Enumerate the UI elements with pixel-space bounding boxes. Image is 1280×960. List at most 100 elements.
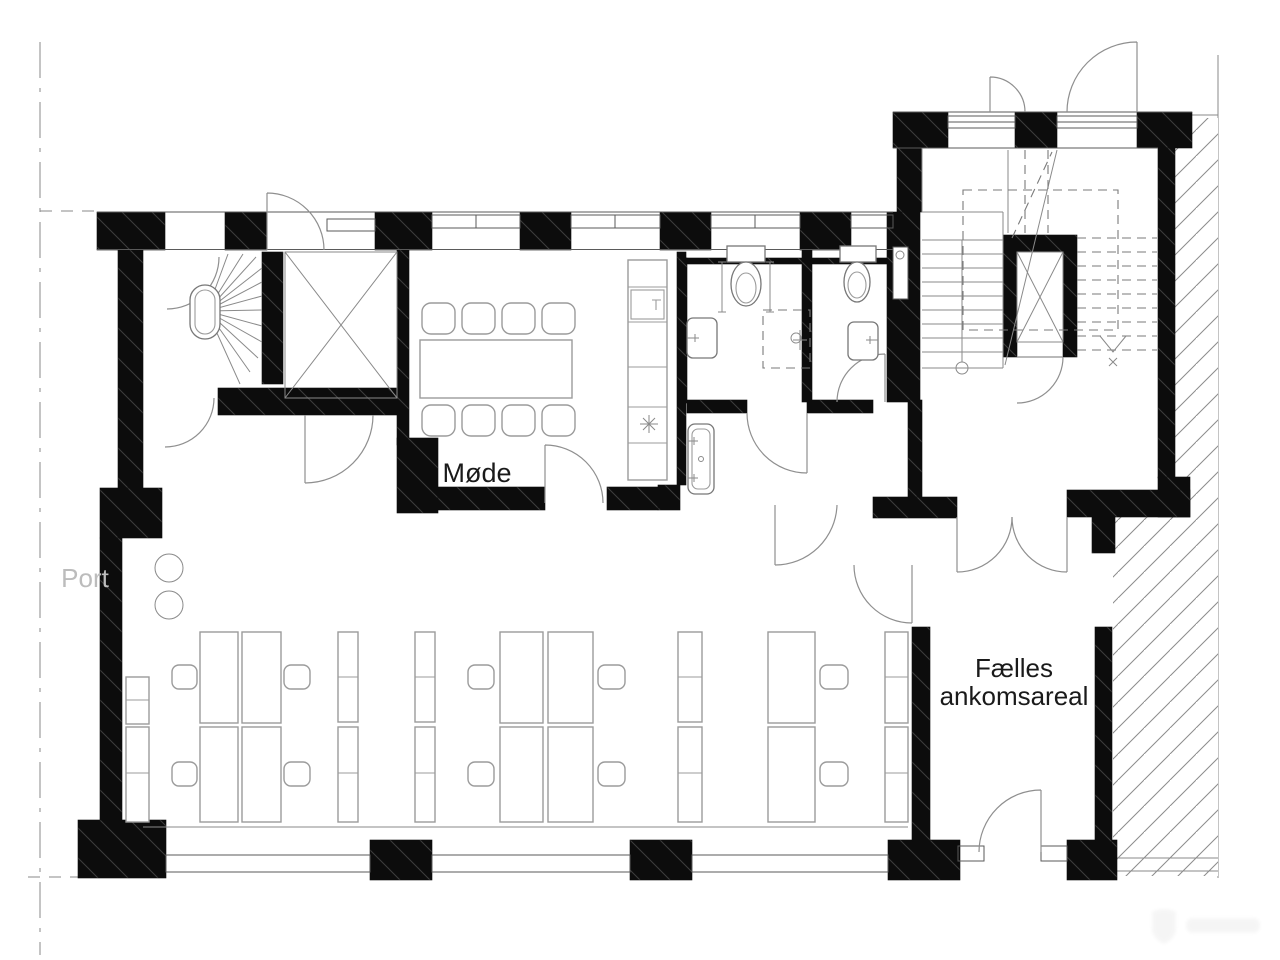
chair <box>501 302 536 335</box>
duct-niche <box>892 246 909 300</box>
wall-pier <box>1066 839 1118 881</box>
task-chair <box>467 664 495 690</box>
desk <box>499 631 544 724</box>
wall-pier <box>1014 111 1058 149</box>
wall-pier <box>657 484 681 511</box>
wc1-door <box>746 412 808 474</box>
chair <box>501 404 536 437</box>
kitchen-sink-icon <box>630 289 665 320</box>
cabinet <box>125 676 150 725</box>
task-chair <box>171 664 198 690</box>
meeting-room-furniture <box>419 302 576 437</box>
tower-south-wall <box>1066 489 1191 518</box>
desk <box>199 631 239 724</box>
wall-pier <box>374 211 433 251</box>
stair-direction-arrow-icon <box>1099 335 1127 367</box>
desk <box>767 726 816 823</box>
washbasin-icon <box>686 317 718 359</box>
task-chair <box>467 761 495 787</box>
elevator-wall <box>1002 234 1078 253</box>
task-chair <box>283 664 311 690</box>
toilet-icon <box>839 245 877 303</box>
desk <box>241 631 282 724</box>
wall-pier <box>519 211 572 251</box>
office-corridor-door <box>774 504 838 566</box>
cabinet <box>884 726 909 823</box>
chair <box>421 404 456 437</box>
upper-flight-outline <box>962 189 1119 331</box>
corridor-wall <box>907 399 923 501</box>
shield-icon <box>1152 909 1176 944</box>
anteroom-sink <box>687 423 715 495</box>
chair <box>421 302 456 335</box>
elevator-cab <box>1016 251 1064 343</box>
wc-south-wall <box>686 399 748 414</box>
wall-pier <box>1136 111 1193 149</box>
main-staircase <box>921 148 1157 375</box>
left-shaft <box>284 251 398 399</box>
wall-pier <box>99 487 163 539</box>
cabinet <box>677 631 703 723</box>
cabinet <box>414 631 436 723</box>
corner-pier <box>77 819 167 879</box>
meeting-south-wall <box>606 486 659 511</box>
stair-block-south-wall <box>217 387 399 416</box>
kitchenette-counter <box>627 259 668 481</box>
wc1-room <box>686 245 811 369</box>
chair <box>541 404 576 437</box>
cabinet <box>414 726 436 823</box>
task-chair <box>597 664 626 690</box>
arrival-west-wall <box>911 626 931 843</box>
meeting-table <box>419 339 573 399</box>
elevator-door <box>1016 356 1064 404</box>
meeting-room-label: Møde <box>442 458 511 488</box>
desk <box>199 726 239 823</box>
wc-west-wall <box>677 257 688 404</box>
hall-south-wall <box>872 496 958 519</box>
wall-pier <box>659 211 712 251</box>
meeting-room-door <box>544 444 604 504</box>
wc-east-wall <box>886 211 921 403</box>
winder-stair <box>189 253 263 385</box>
desk <box>547 726 594 823</box>
round-column <box>154 590 184 620</box>
toilet-icon <box>718 245 774 313</box>
task-chair <box>283 761 311 787</box>
desk <box>767 631 816 724</box>
walls <box>77 111 1193 881</box>
open-office-furniture <box>125 553 909 823</box>
desk <box>547 631 594 724</box>
shower-icon <box>762 309 811 369</box>
cabinet <box>884 631 909 724</box>
stair-block-door-east <box>304 414 374 484</box>
cabinet <box>337 631 359 723</box>
wall-pier <box>396 437 439 514</box>
room-labels: Møde Port Fælles ankomsareal <box>61 458 1088 711</box>
wall-pier <box>224 211 268 251</box>
arrival-area-label-line1: Fælles <box>975 653 1053 683</box>
cooktop-icon <box>640 415 658 433</box>
wall-pier <box>892 111 949 149</box>
chair <box>461 404 496 437</box>
task-chair <box>819 664 849 690</box>
tower-exterior-door-small <box>989 76 1026 113</box>
cabinet <box>125 726 150 823</box>
stair-block-door-west <box>164 397 215 448</box>
gate-label: Port <box>61 563 109 593</box>
pipe-icon <box>895 250 905 260</box>
cabinet <box>337 726 359 823</box>
washbasin-icon <box>847 321 879 361</box>
elevator-wall <box>1062 251 1078 358</box>
stair-divider-wall <box>261 251 284 385</box>
cabinet <box>677 726 703 823</box>
wall-pier <box>1091 516 1116 554</box>
chair <box>541 302 576 335</box>
tower-east-wall <box>1157 147 1176 479</box>
arrival-south-door <box>978 789 1042 853</box>
doors <box>164 41 1138 853</box>
desk <box>241 726 282 823</box>
wc2-room <box>839 245 909 361</box>
watermark <box>1152 909 1260 944</box>
arrival-area-label-line2: ankomsareal <box>940 681 1089 711</box>
